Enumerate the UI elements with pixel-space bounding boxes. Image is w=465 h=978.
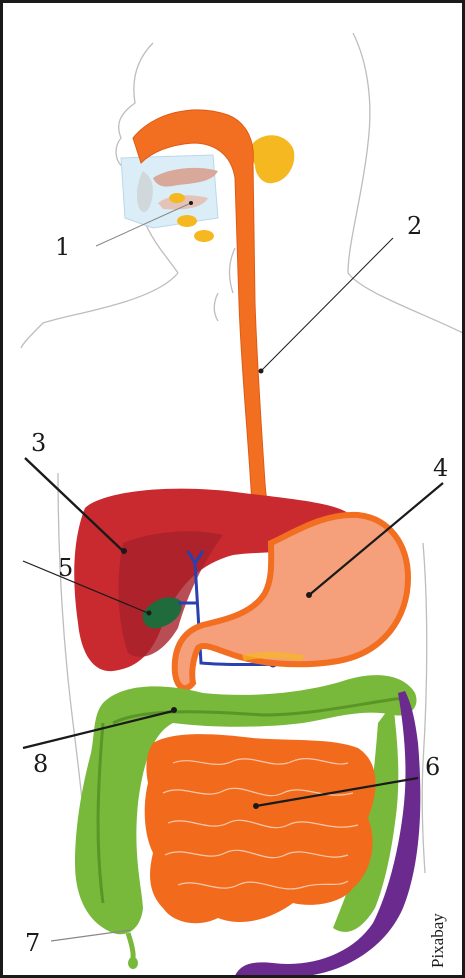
label-1: 1 bbox=[55, 233, 70, 261]
label-2: 2 bbox=[407, 212, 422, 240]
label-6: 6 bbox=[425, 753, 440, 781]
label-8: 8 bbox=[33, 750, 48, 778]
label-7: 7 bbox=[25, 929, 40, 957]
image-credit: Pixabay bbox=[428, 913, 447, 968]
nasal-cavity bbox=[121, 155, 218, 228]
label-5: 5 bbox=[58, 554, 73, 582]
digestive-system-diagram: 1 2 3 4 5 6 7 8 Pixabay bbox=[3, 3, 465, 978]
label-3: 3 bbox=[31, 429, 46, 457]
small-intestine bbox=[145, 734, 376, 923]
label-4: 4 bbox=[433, 454, 448, 482]
